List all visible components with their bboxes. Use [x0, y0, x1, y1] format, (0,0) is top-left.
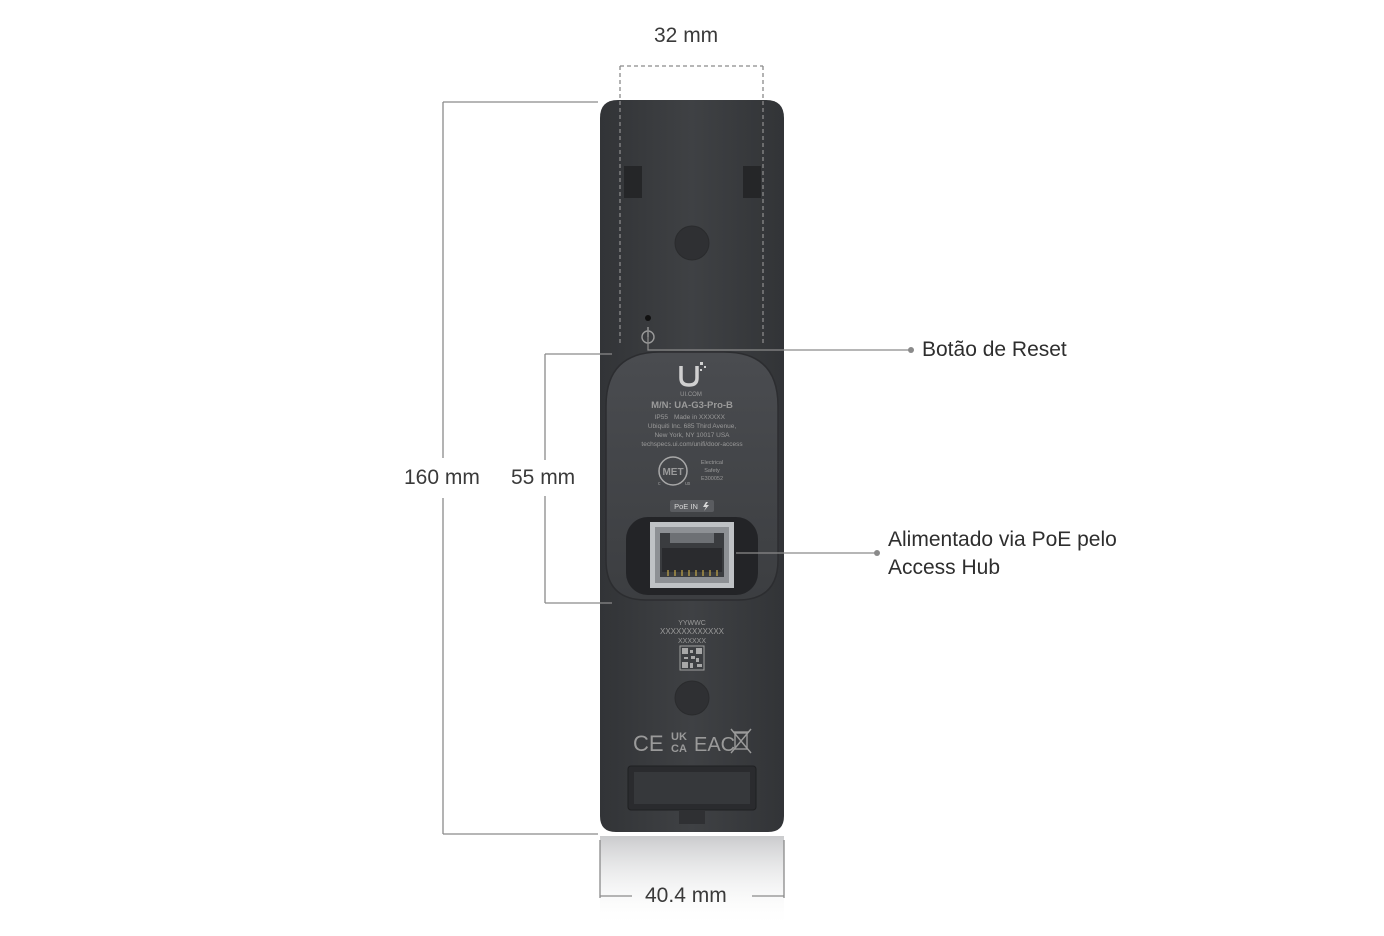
- model-text: M/N: UA-G3-Pro-B: [651, 400, 733, 411]
- poe-in-badge: [670, 500, 714, 512]
- poe-callout-line2: Access Hub: [888, 556, 1001, 579]
- serial-line3: XXXXXX: [678, 638, 706, 645]
- serial-line1: YYWWC: [678, 620, 706, 627]
- screw-hole-bottom: [674, 680, 710, 716]
- ukca-mark-top: UK: [671, 731, 687, 743]
- brand-text: UI.COM: [680, 392, 702, 398]
- reset-pinhole: [645, 315, 651, 321]
- met-us-text: us: [685, 481, 691, 487]
- total-height-label: 160 mm: [404, 466, 480, 489]
- top-width-label: 32 mm: [654, 24, 719, 47]
- ukca-mark-bottom: CA: [671, 743, 687, 755]
- ce-mark: CE: [633, 731, 664, 756]
- serial-line2: XXXXXXXXXXXX: [660, 627, 725, 636]
- bottom-width-label: 40.4 mm: [645, 884, 727, 907]
- ui-logo-icon: [679, 362, 706, 387]
- address-line2: New York, NY 10017 USA: [654, 432, 730, 439]
- qr-code: [679, 645, 705, 671]
- screw-hole-top: [674, 225, 710, 261]
- reset-callout-dot: [908, 347, 914, 353]
- callout-lines: [647, 330, 910, 554]
- poe-callout-dot: [874, 550, 880, 556]
- reset-callout-label: Botão de Reset: [922, 338, 1067, 361]
- rj45-port: [650, 522, 734, 588]
- met-c-text: c: [658, 481, 661, 487]
- poe-callout-label: Alimentado via PoE pelo Access Hub: [888, 526, 1117, 582]
- poe-in-text: PoE IN: [674, 502, 698, 511]
- weee-bin-icon: [730, 728, 752, 754]
- met-text: MET: [662, 467, 683, 478]
- met-certification-mark: MET c us: [658, 456, 691, 487]
- lightning-icon: [703, 502, 709, 511]
- address-line1: Ubiquiti Inc. 685 Third Avenue,: [648, 423, 736, 430]
- plate-height-label: 55 mm: [511, 466, 576, 489]
- made-in-text: Made in XXXXXX: [674, 414, 726, 421]
- electrical-text-3: E300052: [701, 476, 723, 482]
- electrical-text-1: Electrical: [701, 460, 723, 466]
- eac-mark: EAC: [694, 734, 735, 756]
- mount-slot-left: [624, 166, 642, 198]
- ip-rating-text: IP55: [655, 414, 669, 421]
- mount-slot-right: [743, 166, 761, 198]
- dimension-lines: [442, 65, 785, 898]
- bottom-slot-inner: [634, 772, 750, 804]
- bottom-notch: [679, 810, 705, 824]
- website-text: techspecs.ui.com/unifi/door-access: [641, 441, 743, 448]
- device-reflection: [600, 836, 784, 928]
- poe-callout-line1: Alimentado via PoE pelo: [888, 528, 1117, 551]
- electrical-text-2: Safety: [704, 468, 720, 474]
